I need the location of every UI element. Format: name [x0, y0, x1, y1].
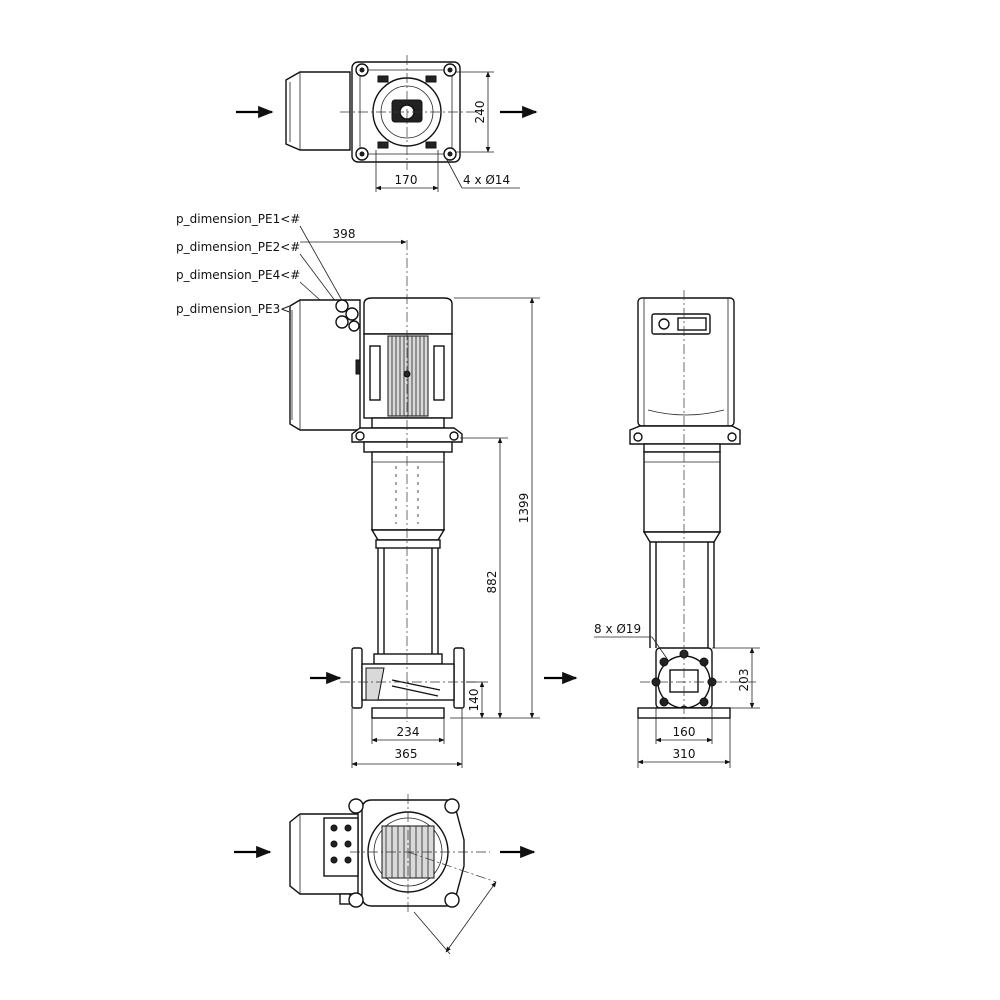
control-box-top: [285, 71, 351, 151]
front-dim-total-height: 1399: [517, 493, 531, 524]
pump-base: [371, 707, 445, 719]
top-dim-holes: 4 x Ø14: [463, 173, 510, 187]
front-dim-offset: 398: [333, 227, 356, 241]
label-pe1: p_dimension_PE1<#: [176, 212, 300, 226]
side-view: 8 x Ø19 203 160 310: [594, 290, 760, 768]
bottom-view: [234, 794, 536, 955]
motor-fan-cover: [363, 297, 453, 335]
coupling-housing-side: [643, 451, 721, 533]
front-view: p_dimension_PE1<# p_dimension_PE2<# p_di…: [176, 212, 578, 768]
front-dim-motor-base: 882: [485, 571, 499, 594]
side-dim-holes: 8 x Ø19: [594, 622, 641, 636]
side-dim-hole-spacing: 160: [673, 725, 696, 739]
top-view: 240 170 4 x Ø14: [236, 55, 538, 192]
front-dim-base-width: 234: [397, 725, 420, 739]
front-dim-flange-width: 365: [395, 747, 418, 761]
side-dim-base-width: 310: [673, 747, 696, 761]
top-dim-height: 240: [473, 101, 487, 124]
outlet-flange: [453, 647, 465, 709]
front-dim-port-height: 140: [467, 689, 481, 712]
label-pe2: p_dimension_PE2<#: [176, 240, 300, 254]
coupling-housing: [371, 451, 445, 531]
top-dim-width: 170: [395, 173, 418, 187]
inlet-flange: [351, 647, 363, 709]
label-pe4: p_dimension_PE4<#: [176, 268, 300, 282]
label-pe3: p_dimension_PE3<#: [176, 302, 300, 316]
side-dim-height: 203: [737, 669, 751, 692]
